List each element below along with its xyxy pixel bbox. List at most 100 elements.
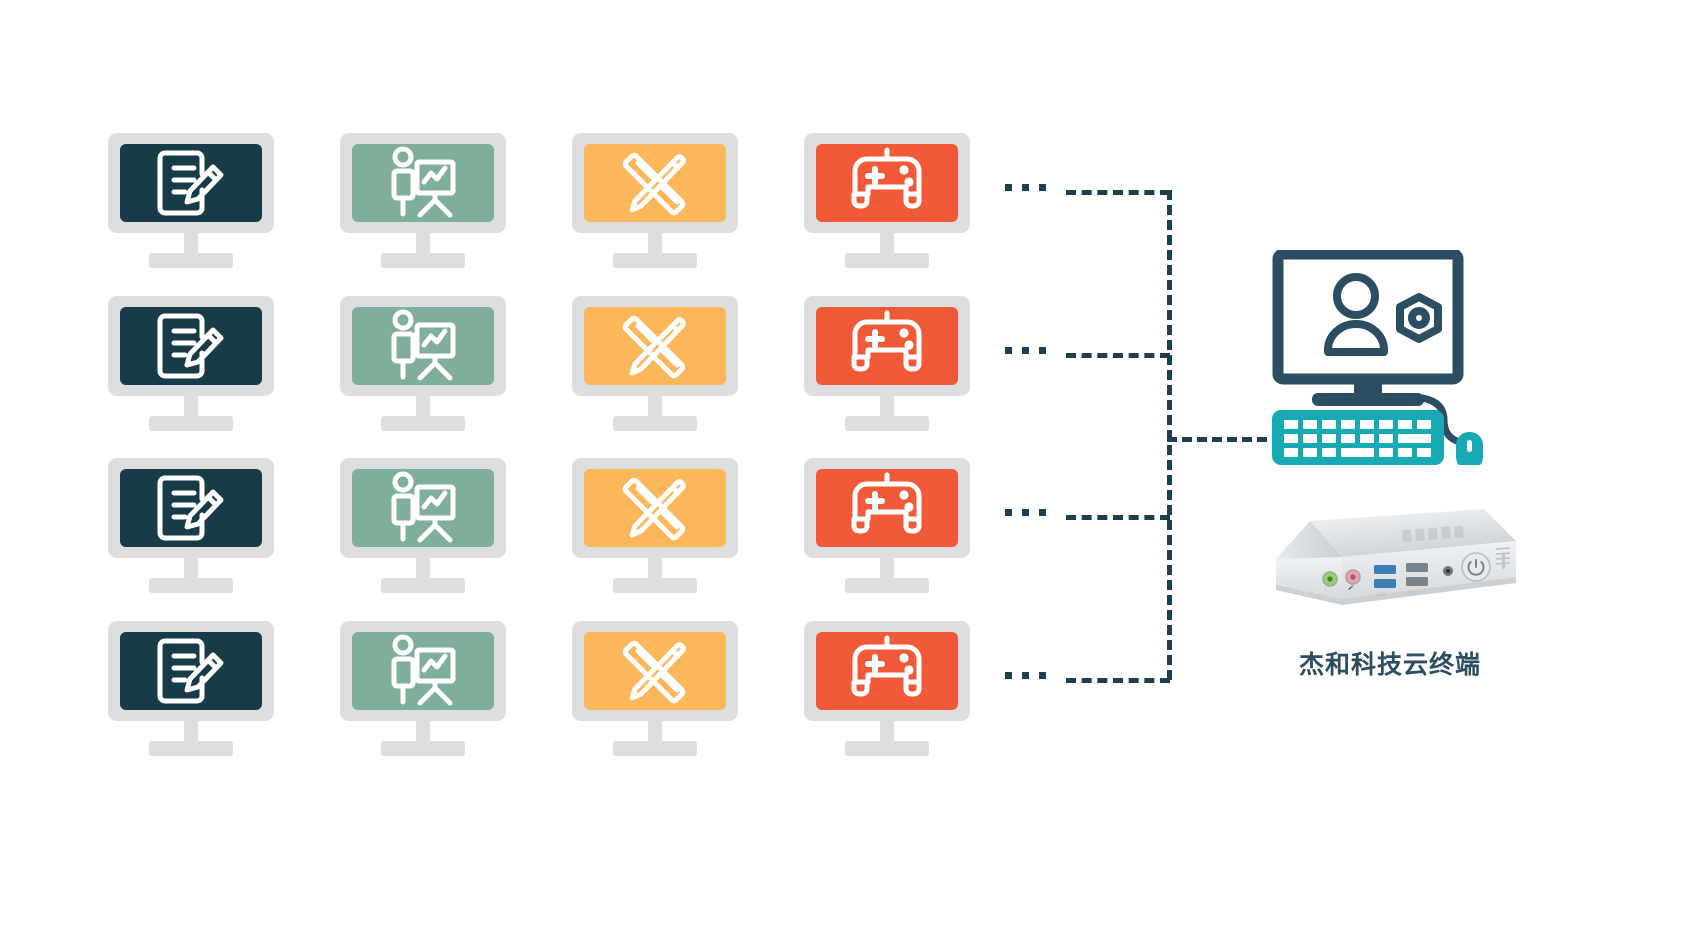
document-edit-icon bbox=[157, 475, 224, 541]
connector-to-terminal bbox=[1167, 437, 1267, 442]
client-monitor-design-drafting[interactable] bbox=[572, 133, 738, 268]
monitor-neck bbox=[416, 558, 430, 581]
row-ellipsis bbox=[1005, 672, 1046, 679]
gamepad-icon bbox=[851, 472, 922, 534]
connector-branch-row2 bbox=[1066, 353, 1170, 358]
ellipsis-dot bbox=[1005, 509, 1012, 516]
ellipsis-dot bbox=[1005, 347, 1012, 354]
client-monitor-office-document[interactable] bbox=[108, 133, 274, 268]
monitor-base bbox=[149, 578, 233, 593]
ellipsis-dot bbox=[1039, 672, 1046, 679]
svg-text:USB: USB bbox=[1376, 592, 1385, 598]
user-settings-icon bbox=[1324, 273, 1442, 356]
monitor-base bbox=[613, 416, 697, 431]
client-monitor-training-presentation[interactable] bbox=[340, 458, 506, 593]
svg-text:🎤: 🎤 bbox=[1348, 584, 1354, 591]
monitor-base bbox=[613, 253, 697, 268]
monitor-screen bbox=[584, 469, 726, 547]
monitor-base bbox=[381, 416, 465, 431]
monitor-screen bbox=[584, 144, 726, 222]
monitor-screen bbox=[816, 632, 958, 710]
presentation-chart-icon bbox=[391, 471, 456, 543]
document-edit-icon bbox=[157, 638, 224, 704]
client-monitor-training-presentation[interactable] bbox=[340, 621, 506, 756]
ellipsis-dot bbox=[1005, 184, 1012, 191]
ellipsis-dot bbox=[1022, 347, 1029, 354]
connector-branch-row4 bbox=[1066, 678, 1170, 683]
monitor-base bbox=[613, 578, 697, 593]
client-monitor-gaming-entertainment[interactable] bbox=[804, 458, 970, 593]
ellipsis-dot bbox=[1022, 509, 1029, 516]
presentation-chart-icon bbox=[391, 146, 456, 218]
monitor-base bbox=[845, 741, 929, 756]
gamepad-icon bbox=[851, 147, 922, 209]
client-monitor-gaming-entertainment[interactable] bbox=[804, 133, 970, 268]
monitor-neck bbox=[648, 558, 662, 581]
usb-3-port bbox=[1374, 565, 1396, 574]
monitor-neck bbox=[880, 558, 894, 581]
monitor-neck bbox=[648, 233, 662, 256]
client-monitor-office-document[interactable] bbox=[108, 296, 274, 431]
client-monitor-gaming-entertainment[interactable] bbox=[804, 296, 970, 431]
mini-pc-icon: ♪ 🎤 USB USB bbox=[1270, 505, 1520, 640]
monitor-base bbox=[149, 741, 233, 756]
connector-branch-row1 bbox=[1066, 190, 1170, 195]
monitor-screen bbox=[352, 469, 494, 547]
client-monitor-training-presentation[interactable] bbox=[340, 296, 506, 431]
monitor-neck bbox=[184, 396, 198, 419]
ruler-pencil-icon bbox=[622, 640, 686, 704]
monitor-neck bbox=[648, 721, 662, 744]
monitor-base bbox=[149, 253, 233, 268]
gamepad-icon bbox=[851, 635, 922, 697]
client-monitor-office-document[interactable] bbox=[108, 621, 274, 756]
document-edit-icon bbox=[157, 313, 224, 379]
client-monitor-design-drafting[interactable] bbox=[572, 621, 738, 756]
client-monitor-office-document[interactable] bbox=[108, 458, 274, 593]
monitor-screen bbox=[120, 307, 262, 385]
svg-text:♪: ♪ bbox=[1324, 587, 1327, 593]
brand-logo bbox=[1402, 525, 1464, 542]
monitor-screen bbox=[816, 144, 958, 222]
monitor-screen bbox=[352, 144, 494, 222]
usb-2-port bbox=[1406, 577, 1428, 586]
client-monitor-grid bbox=[108, 133, 1008, 763]
monitor-base bbox=[149, 416, 233, 431]
client-monitor-design-drafting[interactable] bbox=[572, 458, 738, 593]
client-monitor-training-presentation[interactable] bbox=[340, 133, 506, 268]
monitor-icon bbox=[1272, 248, 1464, 406]
monitor-screen bbox=[352, 307, 494, 385]
ellipsis-dot bbox=[1022, 672, 1029, 679]
monitor-neck bbox=[416, 721, 430, 744]
monitor-neck bbox=[184, 558, 198, 581]
workstation-icon bbox=[1270, 248, 1500, 470]
keyboard-icon bbox=[1272, 410, 1444, 465]
usb-2-port bbox=[1406, 563, 1428, 572]
terminal-caption: 杰和科技云终端 bbox=[1298, 650, 1481, 679]
ruler-pencil-icon bbox=[622, 477, 686, 541]
presentation-chart-icon bbox=[391, 634, 456, 706]
monitor-base bbox=[381, 741, 465, 756]
client-monitor-design-drafting[interactable] bbox=[572, 296, 738, 431]
monitor-neck bbox=[880, 721, 894, 744]
monitor-screen bbox=[120, 144, 262, 222]
cloud-terminal-group: ♪ 🎤 USB USB bbox=[1270, 248, 1540, 700]
monitor-base bbox=[613, 741, 697, 756]
monitor-screen bbox=[584, 307, 726, 385]
client-monitor-gaming-entertainment[interactable] bbox=[804, 621, 970, 756]
ellipsis-dot bbox=[1039, 347, 1046, 354]
monitor-screen bbox=[816, 469, 958, 547]
monitor-screen bbox=[352, 632, 494, 710]
connector-branch-row3 bbox=[1066, 515, 1170, 520]
monitor-base bbox=[381, 253, 465, 268]
monitor-neck bbox=[880, 233, 894, 256]
monitor-neck bbox=[648, 396, 662, 419]
ellipsis-dot bbox=[1039, 184, 1046, 191]
monitor-neck bbox=[416, 233, 430, 256]
monitor-screen bbox=[120, 632, 262, 710]
ellipsis-dot bbox=[1005, 672, 1012, 679]
monitor-neck bbox=[184, 721, 198, 744]
ellipsis-dot bbox=[1022, 184, 1029, 191]
row-ellipsis bbox=[1005, 509, 1046, 516]
monitor-base bbox=[845, 578, 929, 593]
